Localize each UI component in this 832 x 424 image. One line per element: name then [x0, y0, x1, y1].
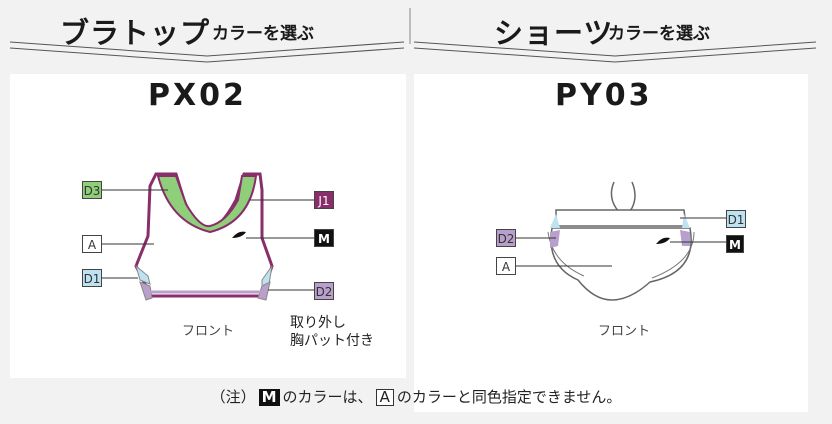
bra-label-d3: D3: [82, 181, 102, 199]
bra-title: ブラトップ: [60, 16, 211, 50]
bra-pad-caption-2: 胸パット付き: [290, 333, 374, 349]
bra-top-illustration: [102, 172, 314, 301]
shorts-label-d1: D1: [726, 210, 746, 228]
bra-label-d2: D2: [314, 282, 334, 300]
bra-label-d1: D1: [82, 269, 102, 287]
bra-label-m: M: [314, 229, 334, 247]
footnote-prefix: （注）: [210, 388, 256, 406]
bra-label-j1: J1: [314, 191, 334, 209]
shorts-label-a: A: [496, 257, 516, 275]
footnote-middle: のカラーは、: [282, 388, 373, 406]
shorts-label-d2: D2: [496, 229, 516, 247]
shorts-label-m: M: [726, 235, 744, 253]
shorts-header: ショーツ カラーを選ぶ: [410, 0, 832, 56]
bra-label-a: A: [82, 235, 102, 253]
shorts-model-code: PY03: [555, 78, 653, 113]
shorts-title: ショーツ: [494, 16, 614, 50]
bra-front-caption: フロント: [182, 324, 235, 339]
footnote-a-box: A: [375, 389, 394, 406]
shorts-subtitle: カラーを選ぶ: [608, 24, 710, 44]
bra-pad-caption-1: 取り外し: [290, 315, 346, 331]
bra-header: ブラトップ カラーを選ぶ: [0, 0, 410, 56]
shorts-illustration: [516, 181, 726, 301]
shorts-front-caption: フロント: [598, 324, 651, 339]
bra-subtitle: カラーを選ぶ: [212, 24, 314, 44]
footnote-suffix: のカラーと同色指定できません。: [396, 388, 622, 406]
footnote-m-box: M: [258, 389, 280, 406]
bra-model-code: PX02: [148, 78, 247, 113]
header-chevrons: [9, 8, 817, 63]
